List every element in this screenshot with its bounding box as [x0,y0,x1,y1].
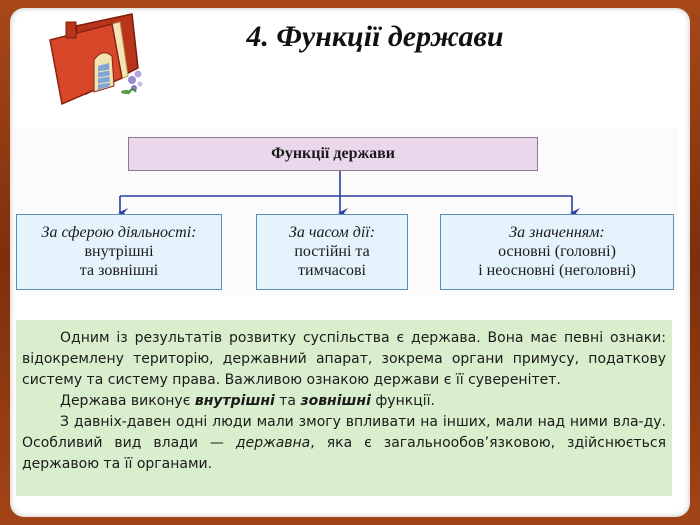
branch-heading: За сферою діяльності: [41,224,197,241]
paragraph-3: З давніх-давен одні люди мали змогу впли… [22,412,666,475]
paragraph-2: Держава виконує внутрішні та зовнішні фу… [22,391,666,412]
paragraph-2-text: Держава виконує [60,393,195,409]
branch-line: постійні та [294,243,370,260]
paragraph-2-end: функції. [370,393,435,409]
paragraph-1: Одним із результатів розвитку суспільств… [22,330,666,388]
page-title: 4. Функції держави [246,20,504,53]
slide: 4. Функції держави Функції держави За сф… [10,8,690,517]
paragraph-3-text: З давніх-давен одні люди мали змогу впли… [22,414,666,451]
paragraph-3-end: , яка є загальнообов’язковою, здійснюєть… [22,435,666,472]
branch-box-sphere: За сферою діяльності: внутрішні та зовні… [16,214,222,290]
branch-line: основні (головні) [498,243,616,260]
branch-heading: За значенням: [509,224,605,241]
branch-line: тимчасові [298,262,366,279]
term-external: зовнішні [300,393,371,409]
diagram-root-box: Функції держави [128,137,538,171]
book-house-icon [49,13,143,106]
paragraph-2-conj: та [274,393,301,409]
text-panel: Одним із результатів розвитку суспільств… [16,320,672,496]
branch-box-time: За часом дії: постійні та тимчасові [256,214,408,290]
branch-line: та зовнішні [79,262,159,279]
branch-line: внутрішні [84,243,154,260]
term-internal: внутрішні [194,393,275,409]
branch-line: і неосновні (неголовні) [478,262,636,279]
diagram-connectors [118,171,580,218]
functions-diagram: Функції держави За сферою діяльності: вн… [14,129,678,295]
branch-heading: За часом дії: [288,224,376,241]
term-state-power: державна [235,435,311,451]
branch-box-significance: За значенням: основні (головні) і неосно… [440,214,674,290]
